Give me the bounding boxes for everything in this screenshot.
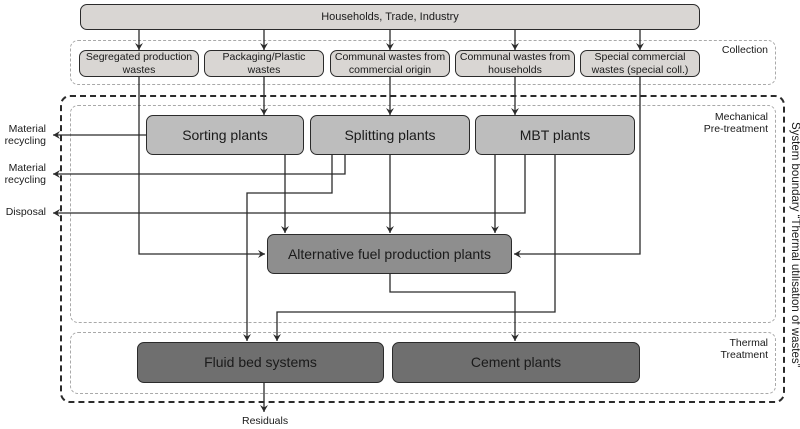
output-material-recycling-2: Material recycling: [2, 162, 46, 186]
collection-zone: [70, 40, 776, 85]
flow-segregated-to-afp: [138, 77, 265, 258]
source-box: Households, Trade, Industry: [80, 4, 700, 30]
thermal-zone-label-line1: Thermal: [729, 337, 768, 349]
collection-communal-households: Communal wastes from households: [455, 50, 575, 77]
cement-plants-box: Cement plants: [392, 342, 640, 383]
flow-mbt-to-fluidbed: [273, 155, 556, 341]
output-material-recycling-1-line1: Material: [8, 123, 46, 135]
flow-splitting-to-fluidbed: [243, 155, 333, 341]
thermal-zone-label: Thermal Treatment: [721, 337, 768, 361]
mechanical-zone-label-line1: Mechanical: [714, 111, 768, 123]
fluid-bed-systems-box: Fluid bed systems: [137, 342, 384, 383]
sorting-plants-box: Sorting plants: [146, 115, 304, 155]
collection-packaging-plastic: Packaging/Plastic wastes: [204, 50, 324, 77]
mechanical-zone-label: Mechanical Pre-treatment: [704, 111, 768, 135]
alternative-fuel-production-box: Alternative fuel production plants: [267, 234, 512, 274]
output-material-recycling-1: Material recycling: [2, 123, 46, 147]
collection-communal-commercial: Communal wastes from commercial origin: [330, 50, 450, 77]
mechanical-zone-label-line2: Pre-treatment: [703, 123, 768, 136]
system-boundary: [60, 95, 785, 403]
collection-special-commercial: Special commercial wastes (special coll.…: [580, 50, 700, 77]
output-residuals: Residuals: [242, 415, 289, 427]
splitting-plants-box: Splitting plants: [310, 115, 470, 155]
output-material-recycling-2-line1: Material: [8, 162, 46, 174]
thermal-zone-label-line2: Treatment: [720, 349, 768, 362]
system-boundary-label: System boundary “Thermal utilisation of …: [789, 120, 800, 370]
flow-afp-to-cement: [389, 274, 519, 341]
collection-segregated-production: Segregated production wastes: [79, 50, 199, 77]
output-disposal: Disposal: [5, 206, 46, 218]
output-material-recycling-1-line2: recycling: [4, 134, 46, 147]
mbt-plants-box: MBT plants: [475, 115, 635, 155]
thermal-treatment-zone: [70, 332, 776, 394]
flow-special-to-afp: [514, 77, 641, 258]
collection-zone-label: Collection: [721, 44, 768, 56]
mechanical-pretreatment-zone: [70, 105, 776, 323]
flow-mbt-disposal: [53, 155, 526, 217]
output-material-recycling-2-line2: recycling: [4, 173, 46, 186]
flow-splitting-recycling: [53, 155, 346, 178]
